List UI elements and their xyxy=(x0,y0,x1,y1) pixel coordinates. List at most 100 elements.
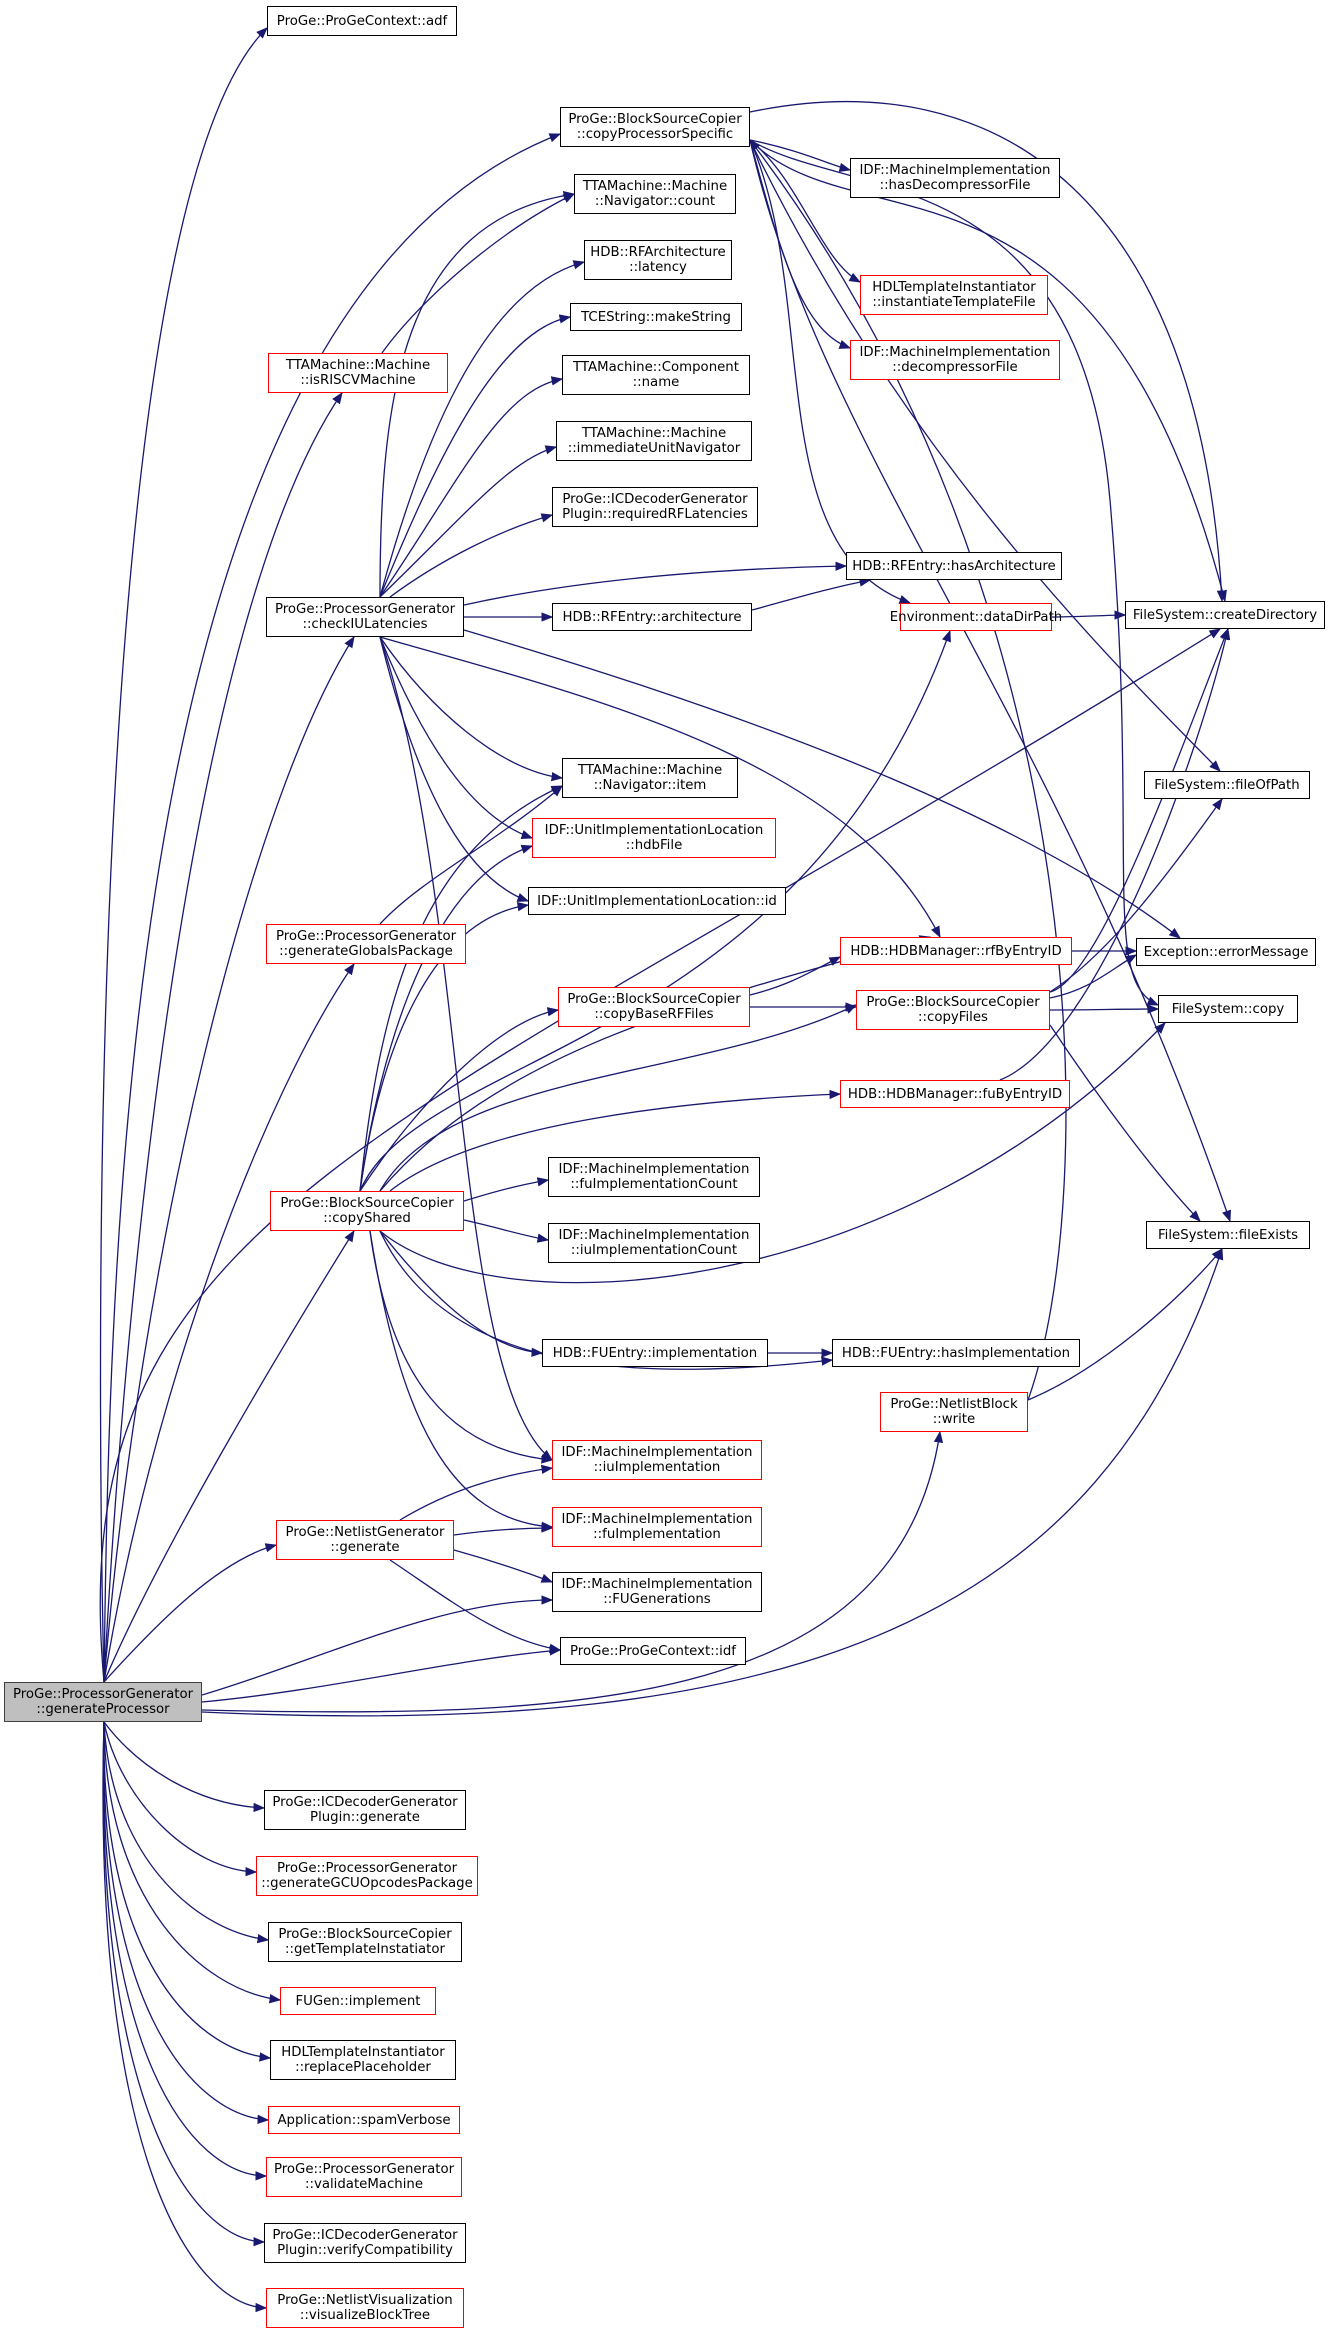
node-label-line: ::Navigator::count xyxy=(594,194,716,209)
node-checkIU[interactable]: ProGe::ProcessorGenerator::checkIULatenc… xyxy=(266,597,464,637)
node-copyBaseRF[interactable]: ProGe::BlockSourceCopier::copyBaseRFFile… xyxy=(558,987,750,1027)
edge-copyShared-to-fuImpl xyxy=(369,1230,554,1531)
node-label-line: FileSystem::fileExists xyxy=(1157,1227,1299,1243)
node-idf[interactable]: ProGe::ProGeContext::idf xyxy=(560,1637,746,1665)
edge-nlGen-to-iuImpl xyxy=(399,1464,554,1521)
node-label-line: ::latency xyxy=(629,260,687,275)
edge-root-to-nlWrite xyxy=(201,1430,944,1713)
node-hdbFile[interactable]: IDF::UnitImplementationLocation::hdbFile xyxy=(532,818,776,858)
edge-copyShared-to-copyFiles xyxy=(379,1004,858,1192)
edge-checkIU-to-rfLatency xyxy=(379,260,586,598)
node-fsCopy[interactable]: FileSystem::copy xyxy=(1158,995,1298,1023)
node-iuImplCount[interactable]: IDF::MachineImplementation::iuImplementa… xyxy=(548,1223,760,1263)
node-root[interactable]: ProGe::ProcessorGenerator::generateProce… xyxy=(4,1682,202,1722)
edge-copyProc-to-hasDecomp xyxy=(749,139,852,172)
edge-root-to-getTempl xyxy=(103,1721,270,1944)
node-label-line: ::write xyxy=(932,1412,976,1427)
node-label-line: ::generateProcessor xyxy=(36,1702,170,1717)
node-adf[interactable]: ProGe::ProGeContext::adf xyxy=(267,6,457,36)
node-label-line: ::copyProcessorSpecific xyxy=(576,127,734,142)
node-fuByEntry[interactable]: HDB::HDBManager::fuByEntryID xyxy=(840,1080,1070,1108)
node-iuImpl[interactable]: IDF::MachineImplementation::iuImplementa… xyxy=(552,1440,762,1480)
node-fileExists[interactable]: FileSystem::fileExists xyxy=(1146,1221,1310,1249)
edge-root-to-fileExists xyxy=(201,1247,1224,1717)
node-makeString[interactable]: TCEString::makeString xyxy=(570,303,742,331)
node-label-line: HDB::HDBManager::rfByEntryID xyxy=(850,943,1062,959)
node-validate[interactable]: ProGe::ProcessorGenerator::validateMachi… xyxy=(266,2157,462,2197)
edge-root-to-isRISCV xyxy=(103,392,343,1683)
node-label-line: ::visualizeBlockTree xyxy=(299,2308,431,2323)
node-label-line: ::getTemplateInstatiator xyxy=(285,1942,445,1957)
node-label-line: IDF::UnitImplementationLocation xyxy=(544,823,764,838)
node-label-line: Exception::errorMessage xyxy=(1143,944,1309,960)
node-replPh[interactable]: HDLTemplateInstantiator::replacePlacehol… xyxy=(270,2040,456,2080)
node-label-line: ::decompressorFile xyxy=(892,360,1018,375)
node-fuGens[interactable]: IDF::MachineImplementation::FUGeneration… xyxy=(552,1572,762,1612)
edge-copyBaseRF-to-rfByEntry xyxy=(749,956,842,996)
node-copyFiles[interactable]: ProGe::BlockSourceCopier::copyFiles xyxy=(856,990,1050,1030)
node-label-line: IDF::MachineImplementation xyxy=(561,1512,753,1527)
node-isRISCV[interactable]: TTAMachine::Machine::isRISCVMachine xyxy=(268,353,448,393)
node-rfByEntry[interactable]: HDB::HDBManager::rfByEntryID xyxy=(840,937,1072,965)
edge-checkIU-to-navCount xyxy=(379,190,576,598)
node-visualize[interactable]: ProGe::NetlistVisualization::visualizeBl… xyxy=(266,2288,464,2328)
node-genGlobals[interactable]: ProGe::ProcessorGenerator::generateGloba… xyxy=(266,924,466,964)
node-decompFile[interactable]: IDF::MachineImplementation::decompressor… xyxy=(850,340,1060,380)
node-fuHasImpl[interactable]: HDB::FUEntry::hasImplementation xyxy=(832,1339,1080,1367)
node-label-line: ::immediateUnitNavigator xyxy=(567,441,741,456)
edge-copyShared-to-copyBaseRF xyxy=(359,1007,560,1192)
node-createDir[interactable]: FileSystem::createDirectory xyxy=(1125,601,1325,629)
edge-nlWrite-to-copyProc xyxy=(749,139,1067,1401)
edge-root-to-idf xyxy=(201,1646,562,1703)
node-label-line: Plugin::generate xyxy=(310,1810,420,1825)
node-compName[interactable]: TTAMachine::Component::name xyxy=(562,355,750,395)
node-nlGen[interactable]: ProGe::NetlistGenerator::generate xyxy=(276,1520,454,1560)
node-label-line: ::fuImplementation xyxy=(593,1527,721,1542)
edge-checkIU-to-iuImpl xyxy=(379,636,553,1461)
edge-copyShared-to-hdbFile xyxy=(359,844,534,1192)
node-label-line: HDB::RFEntry::architecture xyxy=(562,609,742,625)
edge-copyShared-to-fuImplCount xyxy=(463,1177,550,1202)
node-getTempl[interactable]: ProGe::BlockSourceCopier::getTemplateIns… xyxy=(268,1922,462,1962)
node-nlWrite[interactable]: ProGe::NetlistBlock::write xyxy=(880,1392,1028,1432)
node-label-line: ProGe::NetlistGenerator xyxy=(285,1525,445,1540)
edge-copyShared-to-fsCopy xyxy=(379,1022,1166,1284)
node-genGCU[interactable]: ProGe::ProcessorGenerator::generateGCUOp… xyxy=(256,1856,478,1896)
node-navItem[interactable]: TTAMachine::Machine::Navigator::item xyxy=(562,758,738,798)
node-label-line: ProGe::ProGeContext::idf xyxy=(570,1643,736,1659)
node-spam[interactable]: Application::spamVerbose xyxy=(268,2106,460,2134)
node-instTempl[interactable]: HDLTemplateInstantiator::instantiateTemp… xyxy=(860,275,1048,315)
node-copyProc[interactable]: ProGe::BlockSourceCopier::copyProcessorS… xyxy=(560,107,750,147)
node-fuImpl[interactable]: IDF::MachineImplementation::fuImplementa… xyxy=(552,1507,762,1547)
node-rfArch[interactable]: HDB::RFEntry::architecture xyxy=(552,603,752,631)
edge-root-to-icdGen xyxy=(103,1721,266,1813)
node-rfLatency[interactable]: HDB::RFArchitecture::latency xyxy=(584,240,732,280)
edge-nlGen-to-idf xyxy=(389,1559,562,1653)
node-label-line: FileSystem::copy xyxy=(1171,1001,1285,1017)
node-dataDir[interactable]: Environment::dataDirPath xyxy=(890,603,1062,631)
node-label-line: ProGe::NetlistVisualization xyxy=(277,2293,453,2308)
node-label-line: ::validateMachine xyxy=(304,2177,423,2192)
node-label-line: ::hasDecompressorFile xyxy=(879,178,1031,193)
node-navCount[interactable]: TTAMachine::Machine::Navigator::count xyxy=(574,174,736,214)
node-fileOfPath[interactable]: FileSystem::fileOfPath xyxy=(1144,771,1310,799)
node-copyShared[interactable]: ProGe::BlockSourceCopier::copyShared xyxy=(270,1191,464,1231)
node-label-line: ProGe::BlockSourceCopier xyxy=(567,992,741,1007)
node-immNav[interactable]: TTAMachine::Machine::immediateUnitNaviga… xyxy=(556,421,752,461)
node-fuImplementation[interactable]: HDB::FUEntry::implementation xyxy=(542,1339,768,1367)
node-label-line: IDF::MachineImplementation xyxy=(558,1228,750,1243)
node-label-line: ProGe::ProcessorGenerator xyxy=(275,929,457,944)
node-label-line: TTAMachine::Machine xyxy=(581,426,727,441)
edge-root-to-fugen xyxy=(103,1721,282,2004)
node-errMsg[interactable]: Exception::errorMessage xyxy=(1136,938,1316,966)
edge-root-to-genGlobals xyxy=(103,963,355,1683)
node-hasDecomp[interactable]: IDF::MachineImplementation::hasDecompres… xyxy=(850,158,1060,198)
node-fugen[interactable]: FUGen::implement xyxy=(280,1987,436,2015)
edge-copyShared-to-fuImplementation xyxy=(379,1230,544,1357)
node-fuImplCount[interactable]: IDF::MachineImplementation::fuImplementa… xyxy=(548,1157,760,1197)
node-uilId[interactable]: IDF::UnitImplementationLocation::id xyxy=(528,887,786,915)
node-rfHasArch[interactable]: HDB::RFEntry::hasArchitecture xyxy=(846,552,1062,580)
